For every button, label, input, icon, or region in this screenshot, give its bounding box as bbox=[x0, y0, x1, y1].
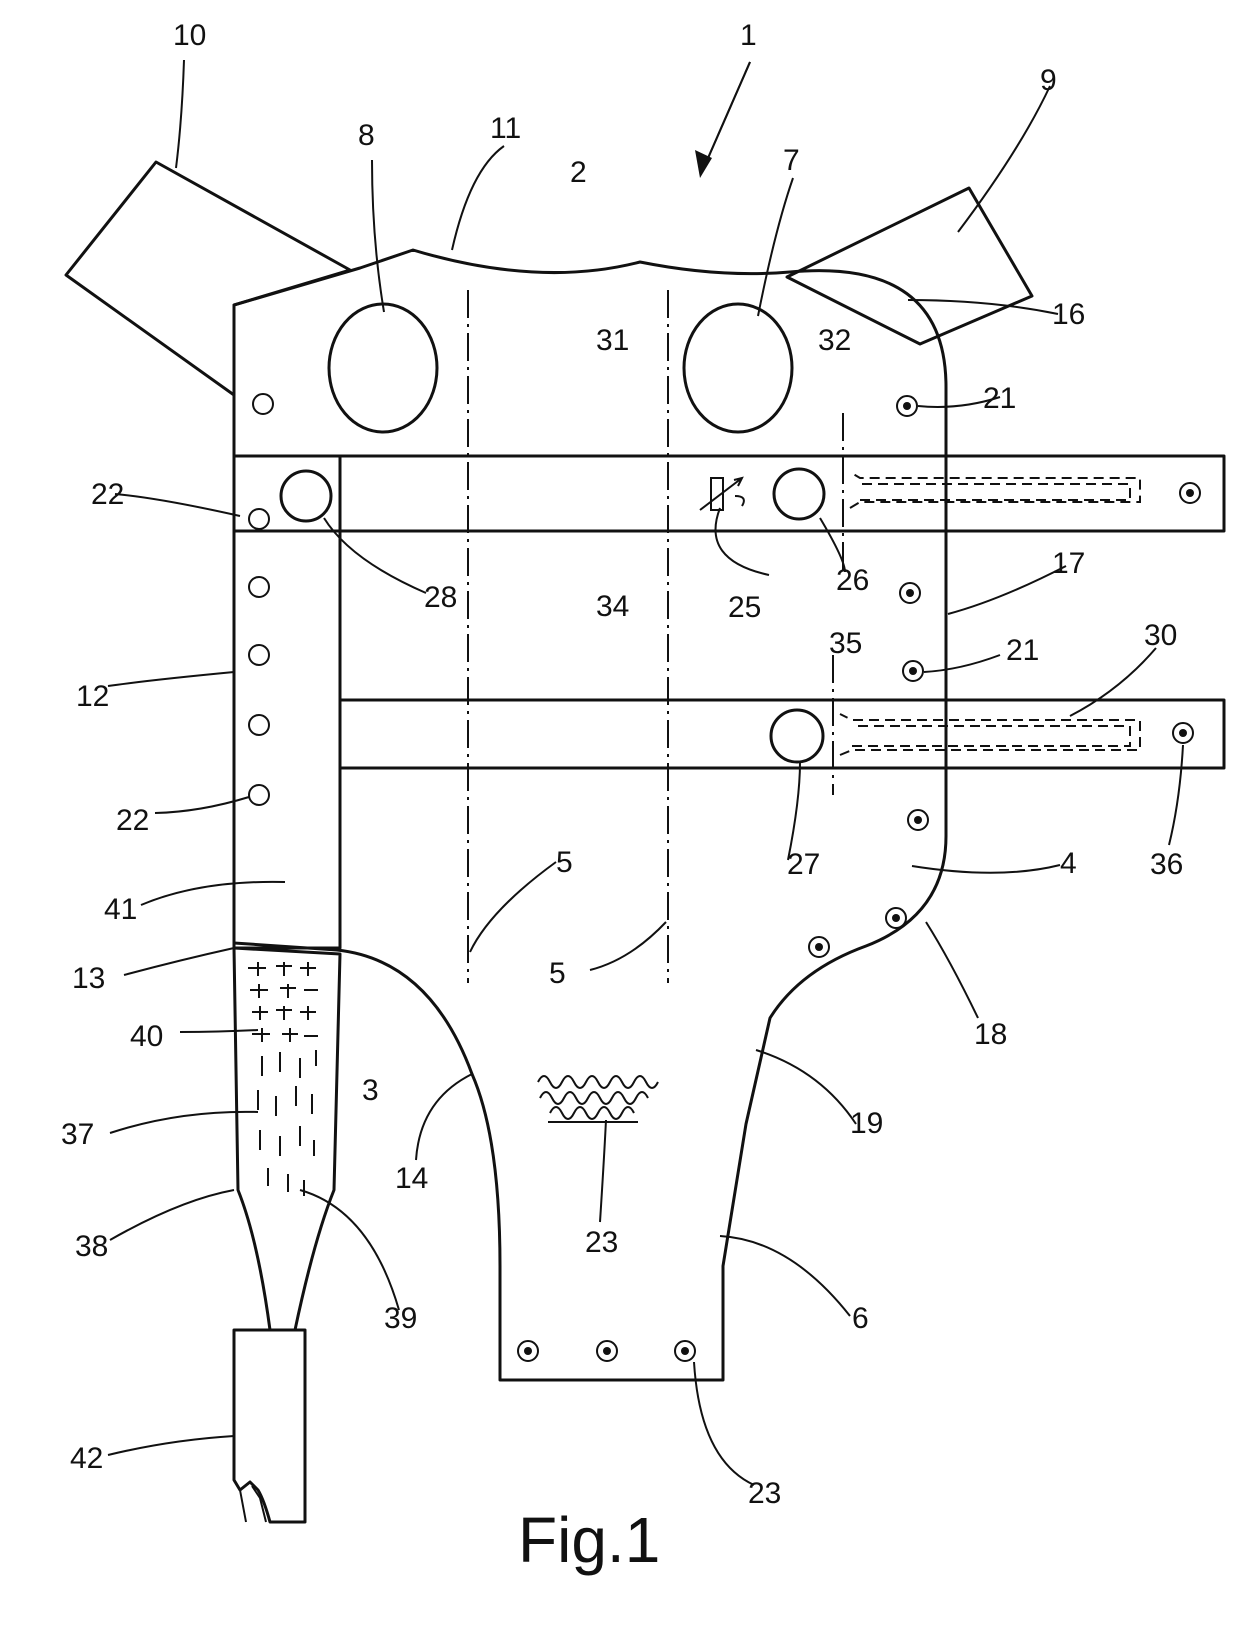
connector-piece bbox=[234, 1330, 305, 1522]
label-19: 19 bbox=[850, 1107, 883, 1140]
label-9: 9 bbox=[1040, 64, 1057, 97]
lower-strap-slot-inner bbox=[852, 726, 1130, 746]
label-12: 12 bbox=[76, 680, 109, 713]
label-1: 1 bbox=[740, 19, 757, 52]
label-23-snap: 23 bbox=[748, 1477, 781, 1510]
label-32: 32 bbox=[818, 324, 851, 357]
label-42: 42 bbox=[70, 1442, 103, 1475]
label-5-lower: 5 bbox=[549, 957, 566, 990]
label-5-upper: 5 bbox=[556, 846, 573, 879]
label-21-lower: 21 bbox=[1006, 634, 1039, 667]
label-30: 30 bbox=[1144, 619, 1177, 652]
arm-opening-right bbox=[684, 304, 792, 432]
label-17: 17 bbox=[1052, 547, 1085, 580]
label-41: 41 bbox=[104, 893, 137, 926]
label-2: 2 bbox=[570, 156, 587, 189]
label-38: 38 bbox=[75, 1230, 108, 1263]
hook-patch-23 bbox=[538, 1076, 658, 1122]
arm-opening-left bbox=[329, 304, 437, 432]
label-31: 31 bbox=[596, 324, 629, 357]
label-26: 26 bbox=[836, 564, 869, 597]
label-11: 11 bbox=[490, 112, 521, 145]
upper-strap-slot-inner bbox=[860, 484, 1130, 500]
label-18: 18 bbox=[974, 1018, 1007, 1051]
connector-break bbox=[240, 1486, 266, 1522]
upper-strap-slot bbox=[850, 472, 1140, 508]
snap-fasteners bbox=[518, 396, 1200, 1361]
label-22-upper: 22 bbox=[91, 478, 124, 511]
label-37: 37 bbox=[61, 1118, 94, 1151]
label-13: 13 bbox=[72, 962, 105, 995]
shoulder-strap-right bbox=[787, 188, 1032, 344]
leader-lines bbox=[108, 60, 1183, 1485]
button-27 bbox=[771, 710, 823, 762]
label-4: 4 bbox=[1060, 847, 1077, 880]
label-14: 14 bbox=[395, 1162, 428, 1195]
label-25: 25 bbox=[728, 591, 761, 624]
label-28: 28 bbox=[424, 581, 457, 614]
shoulder-strap-left bbox=[66, 162, 350, 395]
label-34: 34 bbox=[596, 590, 629, 623]
label-3: 3 bbox=[362, 1074, 379, 1107]
lower-strap-slot bbox=[840, 714, 1140, 755]
label-40: 40 bbox=[130, 1020, 163, 1053]
buckle-25-arrow bbox=[700, 478, 744, 510]
button-26 bbox=[774, 469, 824, 519]
button-28 bbox=[281, 471, 331, 521]
label-21-upper: 21 bbox=[983, 382, 1016, 415]
label-27: 27 bbox=[787, 848, 820, 881]
label-6: 6 bbox=[852, 1302, 869, 1335]
elastic-band bbox=[234, 948, 340, 1330]
label-23-patch: 23 bbox=[585, 1226, 618, 1259]
figure-title: Fig.1 bbox=[518, 1504, 660, 1576]
label-35: 35 bbox=[829, 627, 862, 660]
label-36: 36 bbox=[1150, 848, 1183, 881]
label-7: 7 bbox=[783, 144, 800, 177]
label-10: 10 bbox=[173, 19, 206, 52]
label-16: 16 bbox=[1052, 298, 1085, 331]
upper-strap bbox=[234, 456, 1224, 531]
elastic-band-texture bbox=[248, 962, 318, 1196]
label-39: 39 bbox=[384, 1302, 417, 1335]
label-8: 8 bbox=[358, 119, 375, 152]
label-22-lower: 22 bbox=[116, 804, 149, 837]
